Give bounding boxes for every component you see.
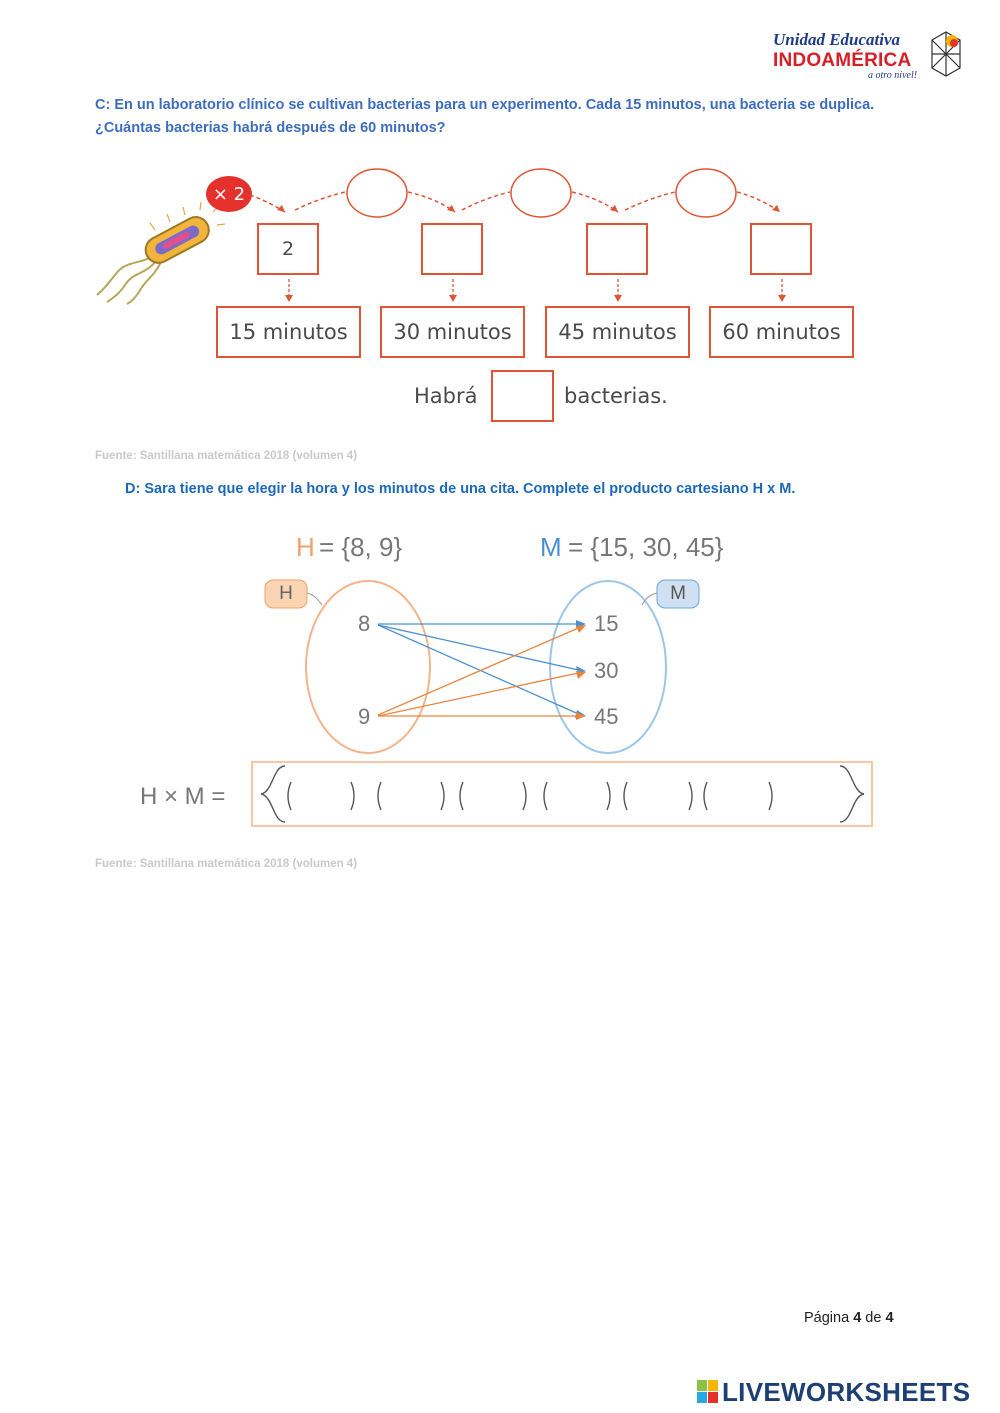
logo-name: INDOAMÉRICA	[773, 50, 911, 72]
interval-30: 30 minutos	[380, 306, 525, 358]
tag-m: M	[657, 583, 699, 605]
m-element-45: 45	[594, 704, 618, 730]
answer-suffix: bacterias.	[564, 384, 668, 408]
question-c-text: C: En un laboratorio clínico se cultivan…	[95, 94, 875, 140]
liveworksheets-logo-icon	[697, 1380, 719, 1404]
logo-title: Unidad Educativa	[773, 30, 900, 50]
value-input[interactable]	[586, 223, 648, 275]
logo-tagline: a otro nivel!	[868, 70, 917, 81]
value-input[interactable]	[750, 223, 812, 275]
h-element-8: 8	[358, 611, 370, 637]
answer-input[interactable]	[491, 370, 554, 422]
tag-h: H	[265, 583, 307, 605]
interval-15: 15 minutos	[216, 306, 361, 358]
pairs-brackets	[255, 762, 870, 826]
set-m-name: M	[540, 532, 562, 563]
logo-cube-icon	[930, 30, 962, 78]
watermark: LIVEWORKSHEETS	[722, 1377, 970, 1408]
down-arrows	[280, 277, 800, 305]
set-h-def: = {8, 9}	[319, 532, 402, 563]
page-total: 4	[885, 1310, 893, 1326]
value-input[interactable]	[421, 223, 483, 275]
page-number: Página 4 de 4	[804, 1310, 894, 1326]
doubling-arrows	[200, 160, 800, 230]
mapping-diagram	[260, 575, 710, 760]
product-label: H × M =	[140, 783, 225, 811]
h-element-9: 9	[358, 704, 370, 730]
page-sep: de	[865, 1310, 881, 1326]
answer-prefix: Habrá	[414, 384, 478, 408]
value-box: 2	[257, 223, 319, 275]
set-m-def: = {15, 30, 45}	[568, 532, 723, 563]
interval-45: 45 minutos	[545, 306, 690, 358]
page-prefix: Página	[804, 1310, 849, 1326]
page-current: 4	[853, 1310, 861, 1326]
source-d: Fuente: Santillana matemática 2018 (volu…	[95, 858, 357, 870]
m-element-15: 15	[594, 611, 618, 637]
interval-60: 60 minutos	[709, 306, 854, 358]
set-h-name: H	[296, 532, 315, 563]
source-c: Fuente: Santillana matemática 2018 (volu…	[95, 450, 357, 462]
question-d-text: D: Sara tiene que elegir la hora y los m…	[125, 481, 795, 497]
m-element-30: 30	[594, 658, 618, 684]
